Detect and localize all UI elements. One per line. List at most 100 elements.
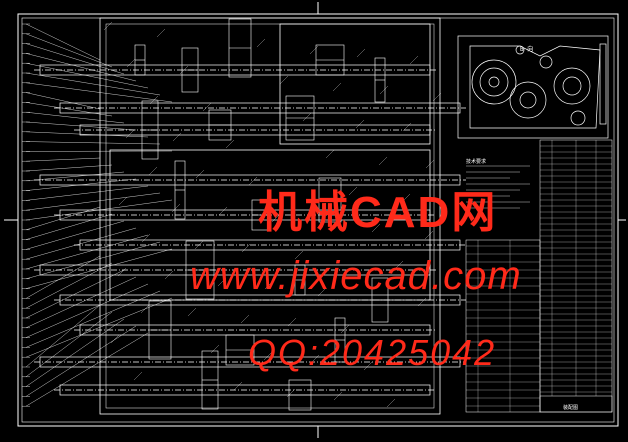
- hatch-line: [233, 381, 243, 391]
- hatch-line: [294, 250, 304, 260]
- leader-line: [25, 33, 113, 68]
- hatch-line: [110, 334, 120, 344]
- leader-line: [25, 269, 125, 319]
- hatch-line: [394, 260, 404, 270]
- hatch-line: [417, 297, 427, 307]
- hatch-line: [425, 159, 435, 169]
- hatch-line: [148, 166, 158, 176]
- hatch-line: [302, 112, 312, 122]
- leader-line: [25, 227, 137, 260]
- hatch-line: [225, 139, 235, 149]
- hatch-line: [217, 277, 227, 287]
- hatch-line: [125, 129, 135, 139]
- leader-line: [25, 171, 125, 181]
- leader-line: [25, 53, 137, 82]
- hatch-line: [103, 21, 113, 31]
- hatch-line: [409, 55, 419, 65]
- leader-line: [25, 92, 101, 110]
- leader-line: [25, 112, 125, 124]
- hatch-line: [195, 169, 205, 179]
- leader-line: [25, 318, 125, 387]
- leader-line: [25, 43, 125, 75]
- leader-line: [25, 241, 161, 279]
- hatch-line: [264, 280, 274, 290]
- hatch-line: [164, 270, 174, 280]
- parts-list-table: [465, 139, 613, 413]
- leader-line: [25, 220, 125, 250]
- leader-line: [25, 304, 101, 368]
- detail-view-b: [457, 35, 609, 139]
- hatch-line: [118, 196, 128, 206]
- hatch-line: [117, 267, 127, 277]
- leader-line: [25, 157, 101, 162]
- hatch-line: [218, 206, 228, 216]
- leader-line: [25, 234, 149, 270]
- hatch-line: [356, 48, 366, 58]
- hatch-line: [271, 213, 281, 223]
- leader-line: [25, 63, 149, 89]
- hatch-line: [332, 82, 342, 92]
- hatch-line: [179, 65, 189, 75]
- leader-line: [25, 102, 113, 117]
- leader-line: [25, 332, 149, 407]
- hatch-line: [141, 233, 151, 243]
- leader-line: [25, 297, 173, 358]
- hatch-line: [309, 45, 319, 55]
- notes-label: 技术要求: [466, 159, 487, 165]
- hatch-line: [263, 351, 273, 361]
- hatch-line: [310, 354, 320, 364]
- section-hatching: [103, 21, 442, 408]
- hatch-line: [187, 307, 197, 317]
- leader-line: [25, 206, 101, 230]
- hatch-line: [379, 85, 389, 95]
- leader-line: [25, 82, 173, 103]
- leader-line: [25, 290, 161, 348]
- leader-line: [25, 192, 161, 211]
- hatch-line: [171, 203, 181, 213]
- hatch-line: [256, 38, 266, 48]
- gear-group: [134, 18, 389, 411]
- hatch-line: [325, 149, 335, 159]
- hatch-line: [286, 388, 296, 398]
- shaft-group: [34, 64, 466, 396]
- hatch-line: [149, 95, 159, 105]
- leader-line: [25, 121, 137, 131]
- leader-line: [25, 255, 101, 299]
- leader-line: [25, 276, 137, 328]
- hatch-line: [133, 371, 143, 381]
- hatch-line: [172, 132, 182, 142]
- leader-line: [25, 23, 101, 61]
- hatch-line: [279, 75, 289, 85]
- hatch-line: [287, 317, 297, 327]
- hatch-line: [240, 314, 250, 324]
- hatch-line: [202, 102, 212, 112]
- hatch-line: [241, 243, 251, 253]
- leader-lines: [22, 23, 173, 407]
- hatch-line: [432, 92, 442, 102]
- hatch-line: [424, 230, 434, 240]
- hatch-line: [378, 156, 388, 166]
- leader-line: [25, 164, 113, 172]
- hatch-line: [210, 344, 220, 354]
- hatch-line: [401, 193, 411, 203]
- hatch-line: [386, 398, 396, 408]
- hatch-line: [348, 186, 358, 196]
- leader-line: [25, 248, 173, 289]
- hatch-line: [317, 287, 327, 297]
- hatch-line: [340, 324, 350, 334]
- leader-line: [25, 185, 149, 201]
- hatch-line: [333, 391, 343, 401]
- hatch-line: [140, 304, 150, 314]
- leader-line: [25, 141, 161, 145]
- hatch-line: [355, 119, 365, 129]
- hatch-line: [126, 58, 136, 68]
- hatch-line: [156, 28, 166, 38]
- hatch-line: [248, 176, 258, 186]
- leader-line: [25, 262, 113, 309]
- title-block-label: 装配图: [563, 405, 579, 411]
- technical-notes: [466, 165, 530, 209]
- leader-line: [25, 72, 161, 96]
- hatch-line: [363, 361, 373, 371]
- leader-line: [25, 325, 137, 397]
